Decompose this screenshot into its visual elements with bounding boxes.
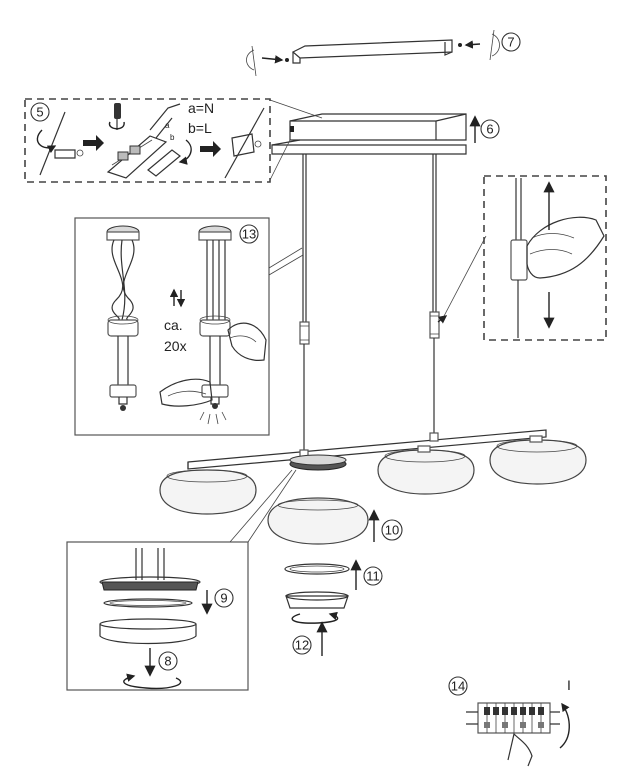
glass-shade-1 (159, 469, 257, 515)
step-12-number: 12 (295, 638, 309, 653)
next-step-arrow (200, 141, 221, 157)
holder-exploded-view (99, 548, 213, 690)
step-7-number: 7 (507, 35, 514, 50)
lamp-holder (289, 454, 347, 471)
lamp-bar (187, 429, 547, 470)
step-12-marker: 12 (292, 635, 312, 655)
step-6-number: 6 (486, 122, 493, 137)
height-adjust-detail-box (483, 175, 607, 341)
height-adjust-grip (510, 178, 605, 338)
svg-text:a: a (165, 121, 170, 130)
next-step-arrow (83, 135, 104, 151)
circuit-breaker-panel (466, 702, 570, 767)
step-14-number: 14 (451, 679, 465, 694)
svg-text:b: b (170, 133, 175, 142)
step-14-marker: 14 (448, 676, 468, 696)
step-9-marker: 9 (214, 588, 234, 608)
approx-label: ca. (164, 317, 183, 333)
step-13-box (74, 217, 270, 436)
mounting-bracket (246, 29, 500, 77)
step-13-marker: 13 (239, 224, 259, 244)
bulb-holder (285, 591, 349, 656)
glass-shade-4 (489, 435, 587, 485)
wiring-sequence: a b (36, 103, 265, 179)
wiring-detail-box (24, 98, 271, 183)
step-10-marker: 10 (381, 519, 403, 541)
glass-shade-3 (377, 445, 475, 495)
live-label: b=L (188, 120, 212, 136)
step-9-number: 9 (220, 591, 227, 606)
cable-twist-illustration (106, 225, 267, 425)
step-10-number: 10 (385, 523, 399, 538)
suspension-cables (299, 154, 440, 450)
switch-on-label: I (567, 677, 571, 693)
step-8-marker: 8 (158, 651, 178, 671)
ceiling-canopy (271, 113, 481, 155)
neutral-label: a=N (188, 100, 214, 116)
step-5-marker: 5 (30, 102, 50, 122)
step-6-marker: 6 (480, 119, 500, 139)
step-11-number: 11 (366, 569, 380, 584)
step-8-number: 8 (164, 654, 171, 669)
twist-count-label: 20x (164, 338, 187, 354)
retaining-ring (284, 559, 362, 590)
step-13-number: 13 (242, 227, 256, 242)
step-5-number: 5 (36, 105, 43, 120)
step-7-marker: 7 (501, 32, 521, 52)
step-11-marker: 11 (363, 566, 383, 586)
glass-shade-2-removed (267, 497, 380, 545)
